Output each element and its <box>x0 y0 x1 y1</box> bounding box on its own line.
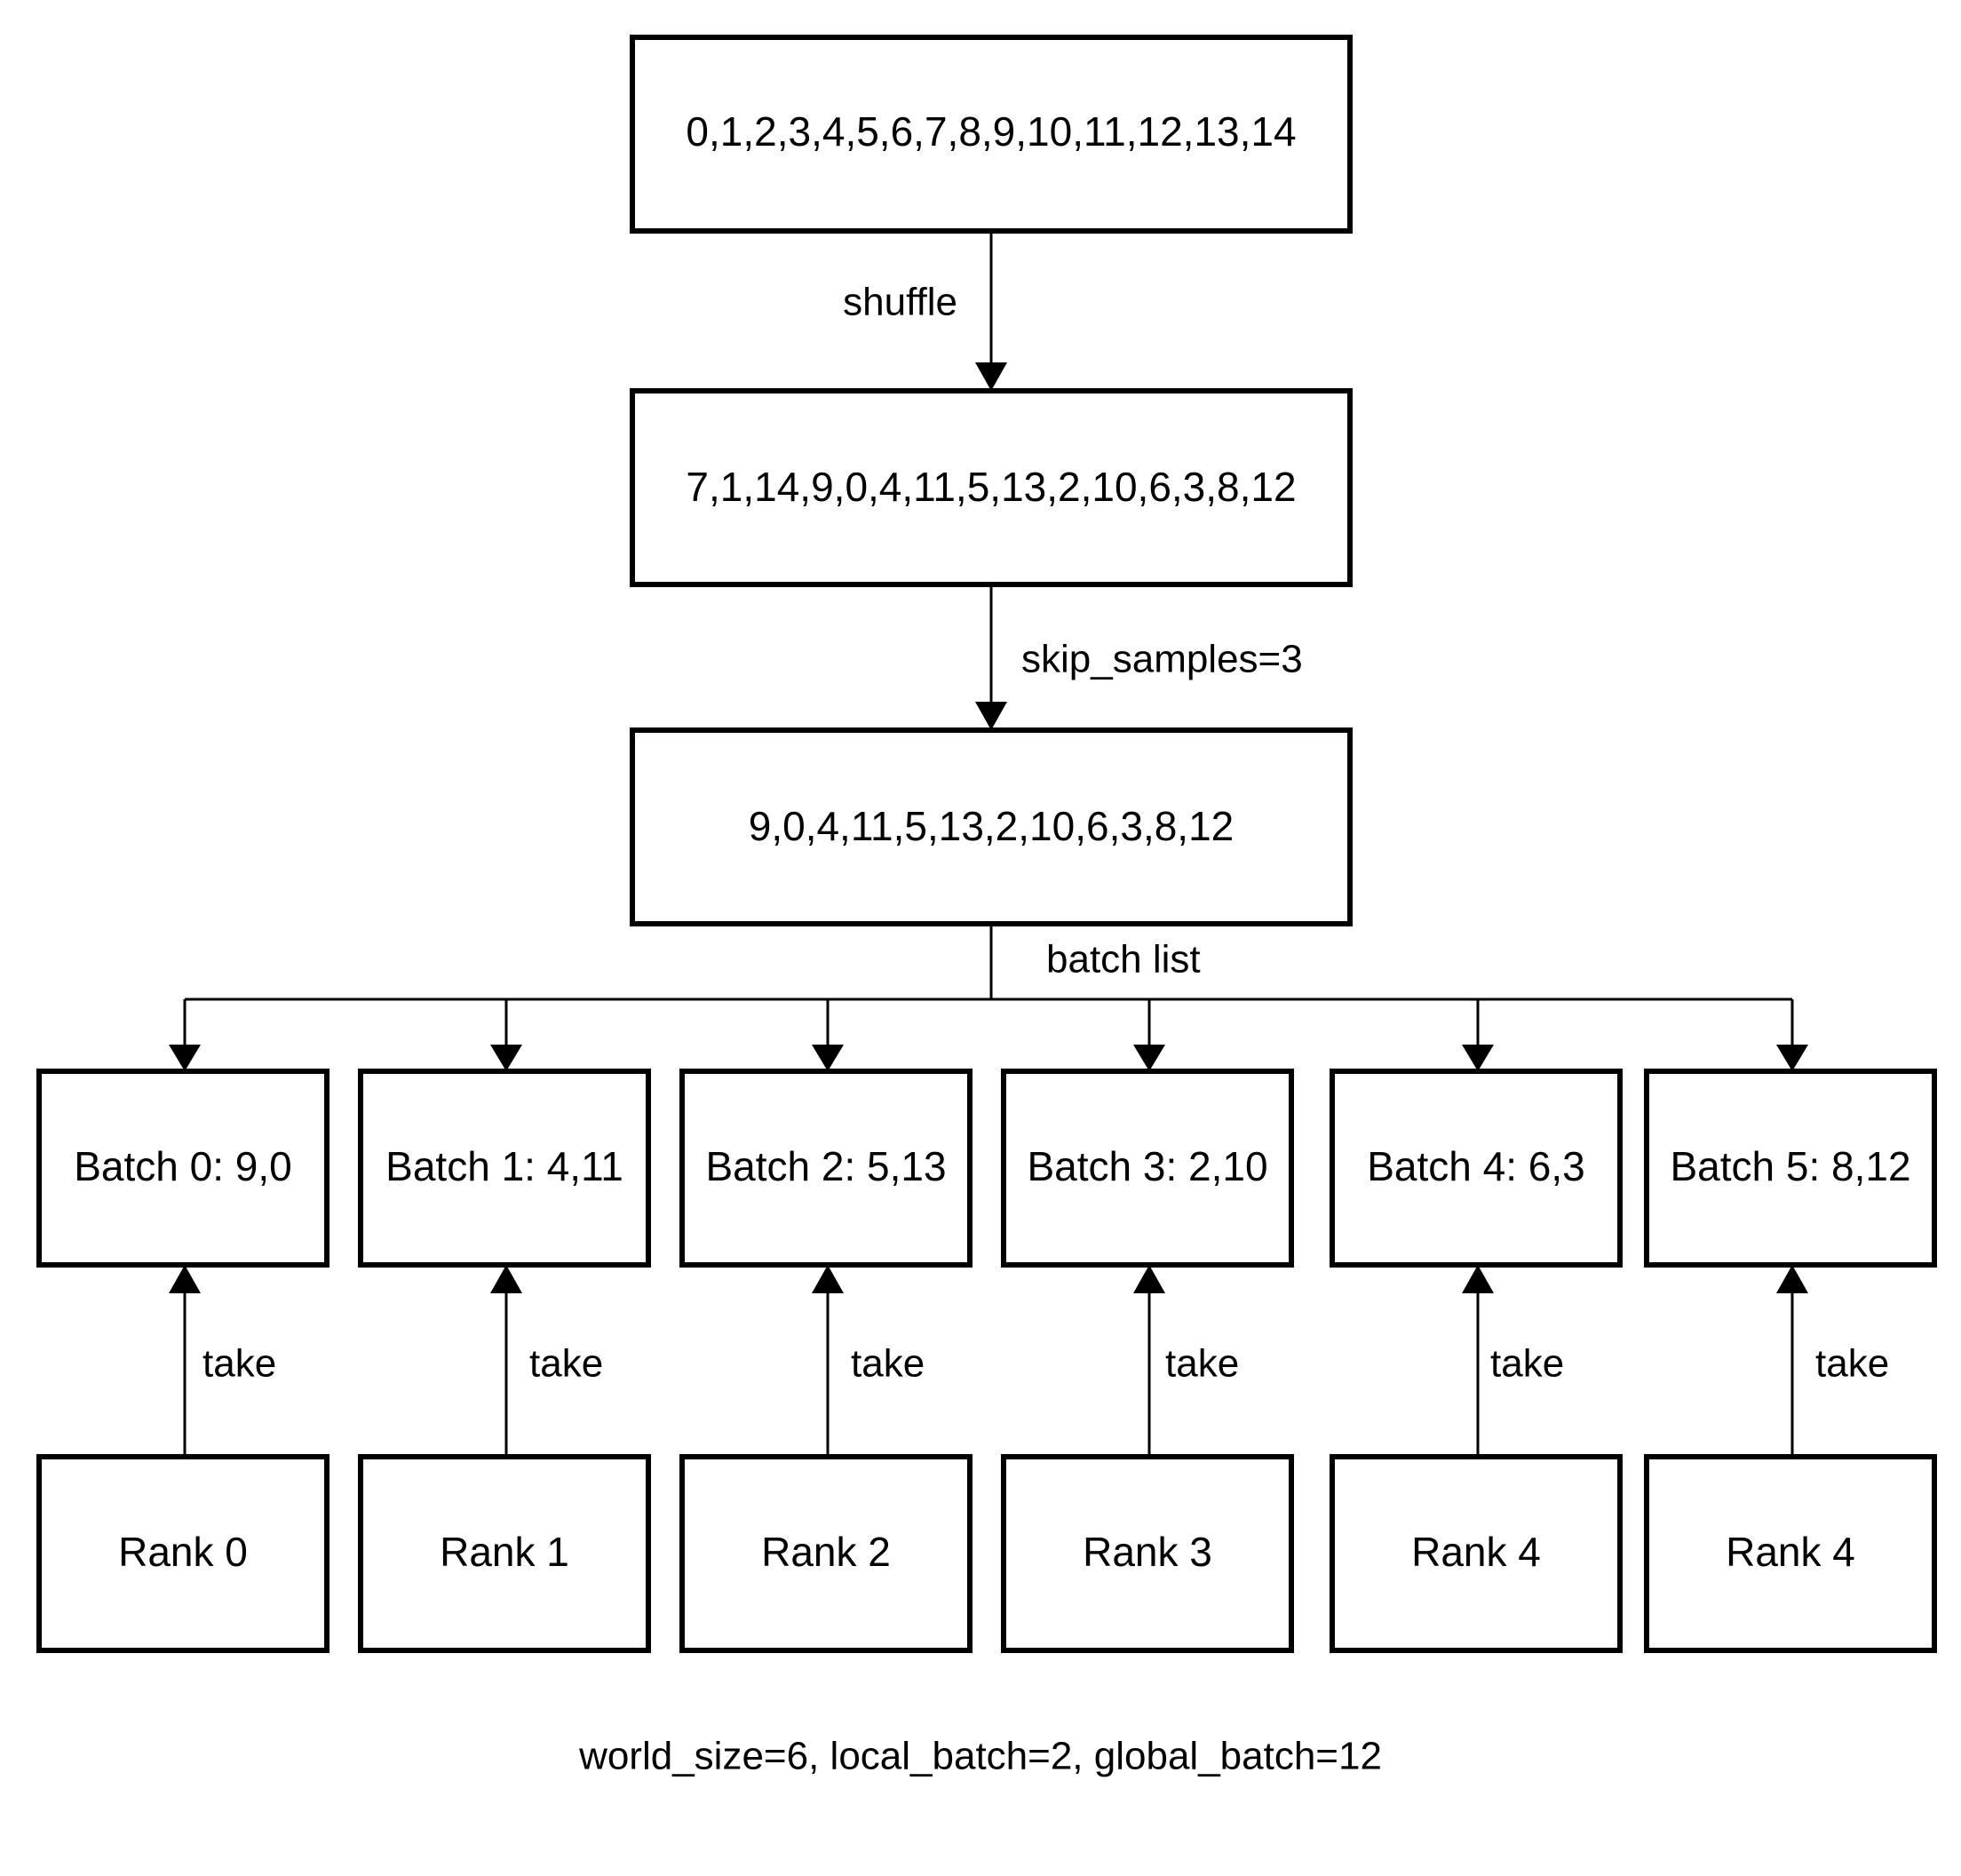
batch-node-3: Batch 3: 2,10 <box>1001 1069 1294 1268</box>
batch-2-drop-arrowhead <box>812 1045 844 1071</box>
rank-node-2: Rank 2 <box>679 1454 973 1653</box>
batch-box-5 <box>1644 1069 1937 1268</box>
take-edge-5-arrowhead <box>1776 1265 1808 1293</box>
batch-box-3 <box>1001 1069 1294 1268</box>
take-edge-5: take <box>1776 1265 1889 1457</box>
take-edge-1: take <box>490 1265 603 1457</box>
shuffle-edge-label: shuffle <box>843 281 957 324</box>
shuffle-edge-arrowhead <box>975 362 1007 391</box>
batch-node-2: Batch 2: 5,13 <box>679 1069 973 1268</box>
rank-label-3: Rank 3 <box>1083 1529 1212 1575</box>
batch-5-drop-arrowhead <box>1776 1045 1808 1071</box>
rank-label-2: Rank 2 <box>761 1529 891 1575</box>
take-edge-3-label: take <box>1165 1342 1239 1386</box>
rank-box-3 <box>1001 1454 1294 1653</box>
batch-box-4 <box>1330 1069 1623 1268</box>
take-edge-3: take <box>1133 1265 1239 1457</box>
batch-node-0: Batch 0: 9,0 <box>36 1069 329 1268</box>
take-edge-4-arrowhead <box>1462 1265 1494 1293</box>
rank-box-5 <box>1644 1454 1937 1653</box>
skipped-list-node: 9,0,4,11,5,13,2,10,6,3,8,12 <box>630 727 1353 926</box>
shuffle-edge: shuffle <box>843 231 1007 391</box>
take-edge-5-label: take <box>1815 1342 1889 1386</box>
skipped-list-box <box>630 727 1353 926</box>
rank-node-0: Rank 0 <box>36 1454 329 1653</box>
batch-label-1: Batch 1: 4,11 <box>385 1143 623 1189</box>
rank-node-4: Rank 4 <box>1330 1454 1623 1653</box>
full-list-label: 0,1,2,3,4,5,6,7,8,9,10,11,12,13,14 <box>686 108 1296 155</box>
take-edge-0-arrowhead <box>169 1265 201 1293</box>
batch-box-0 <box>36 1069 329 1268</box>
batch-node-4: Batch 4: 6,3 <box>1330 1069 1623 1268</box>
rank-label-5: Rank 4 <box>1726 1529 1855 1575</box>
rank-node-3: Rank 3 <box>1001 1454 1294 1653</box>
full-list-node: 0,1,2,3,4,5,6,7,8,9,10,11,12,13,14 <box>630 35 1353 234</box>
rank-box-4 <box>1330 1454 1623 1653</box>
shuffled-list-box <box>630 388 1353 587</box>
batch-node-5: Batch 5: 8,12 <box>1644 1069 1937 1268</box>
rank-box-0 <box>36 1454 329 1653</box>
take-edge-2-label: take <box>851 1342 925 1386</box>
take-edge-1-arrowhead <box>490 1265 522 1293</box>
batch-1-drop-arrowhead <box>490 1045 522 1071</box>
batch-label-2: Batch 2: 5,13 <box>705 1143 946 1189</box>
batch-3-drop-arrowhead <box>1133 1045 1165 1071</box>
take-edge-4-label: take <box>1490 1342 1564 1386</box>
rank-label-4: Rank 4 <box>1411 1529 1541 1575</box>
take-edge-0: take <box>169 1265 276 1457</box>
rank-node-1: Rank 1 <box>358 1454 651 1653</box>
skip-edge: skip_samples=3 <box>975 584 1303 730</box>
take-edge-2-arrowhead <box>812 1265 844 1293</box>
take-edge-1-label: take <box>529 1342 603 1386</box>
batch-4-drop-arrowhead <box>1462 1045 1494 1071</box>
rank-box-2 <box>679 1454 973 1653</box>
shuffled-list-node: 7,1,14,9,0,4,11,5,13,2,10,6,3,8,12 <box>630 388 1353 587</box>
batch-box-2 <box>679 1069 973 1268</box>
batch-list-connector: batch list <box>169 924 1808 1071</box>
rank-box-1 <box>358 1454 651 1653</box>
batch-label-0: Batch 0: 9,0 <box>74 1143 292 1189</box>
batch-label-5: Batch 5: 8,12 <box>1670 1143 1910 1189</box>
full-list-box <box>630 35 1353 234</box>
rank-label-1: Rank 1 <box>440 1529 569 1575</box>
take-edge-4: take <box>1462 1265 1564 1457</box>
config-caption: world_size=6, local_batch=2, global_batc… <box>578 1735 1382 1778</box>
skip-edge-arrowhead <box>975 702 1007 730</box>
rank-node-5: Rank 4 <box>1644 1454 1937 1653</box>
rank-label-0: Rank 0 <box>118 1529 248 1575</box>
take-edge-0-label: take <box>202 1342 276 1386</box>
shuffled-list-label: 7,1,14,9,0,4,11,5,13,2,10,6,3,8,12 <box>686 464 1296 510</box>
skip-edge-label: skip_samples=3 <box>1021 638 1303 681</box>
batch-0-drop-arrowhead <box>169 1045 201 1071</box>
skipped-list-label: 9,0,4,11,5,13,2,10,6,3,8,12 <box>749 803 1235 849</box>
batch-node-1: Batch 1: 4,11 <box>358 1069 651 1268</box>
take-edge-3-arrowhead <box>1133 1265 1165 1293</box>
batch-label-4: Batch 4: 6,3 <box>1367 1143 1585 1189</box>
batch-box-1 <box>358 1069 651 1268</box>
take-edge-2: take <box>812 1265 925 1457</box>
batch-label-3: Batch 3: 2,10 <box>1027 1143 1267 1189</box>
batch-list-label: batch list <box>1046 938 1201 982</box>
